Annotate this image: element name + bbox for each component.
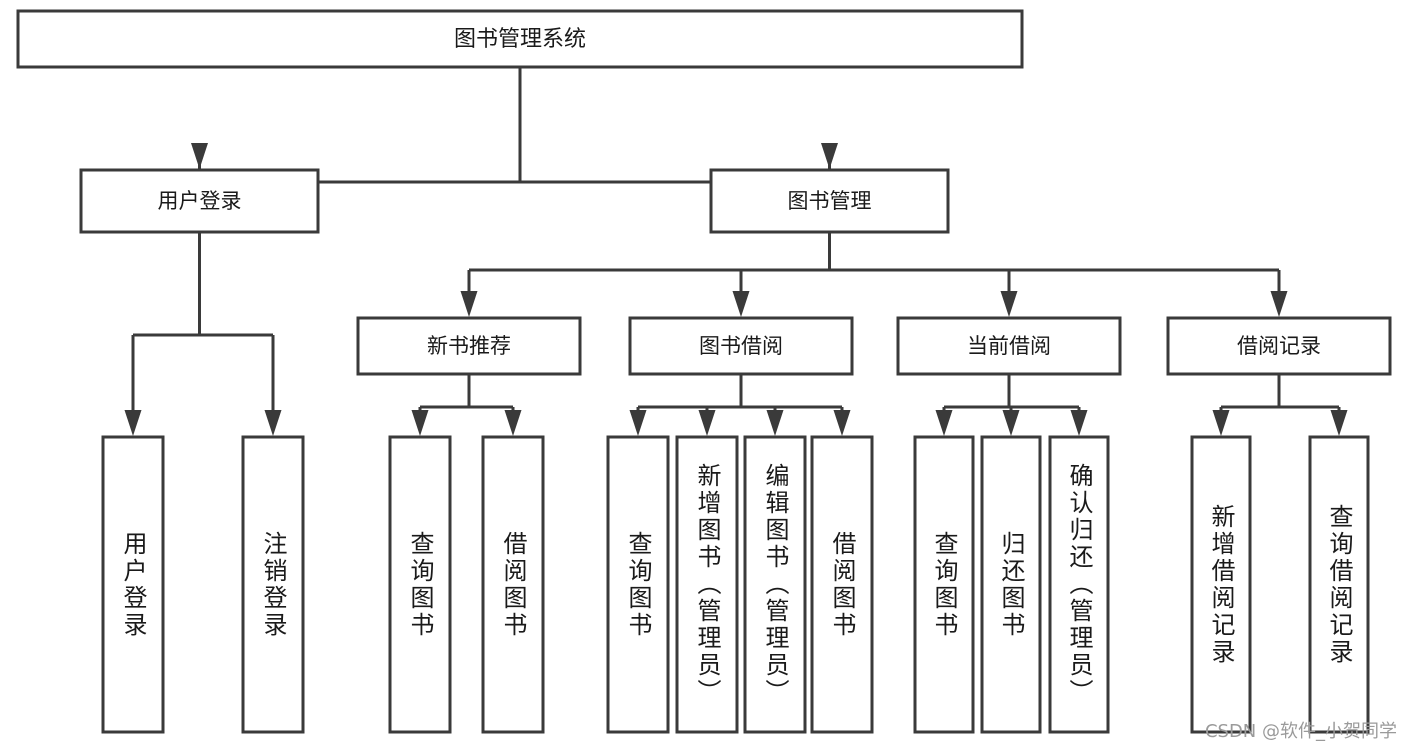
- node-l2c-label: 当前借阅: [967, 334, 1051, 358]
- node-l2d-label: 借阅记录: [1237, 334, 1321, 358]
- node-leaf3-box[interactable]: [388, 435, 452, 734]
- node-leaf12-box[interactable]: [1190, 435, 1252, 734]
- node-l1b-label: 图书管理: [788, 189, 872, 213]
- node-leaf10-box[interactable]: [980, 435, 1042, 734]
- node-l1b-box[interactable]: [709, 168, 950, 234]
- node-leaf8-box[interactable]: [810, 435, 874, 734]
- node-l2b-label: 图书借阅: [699, 334, 783, 358]
- node-l1a-box[interactable]: [79, 168, 320, 234]
- node-root-label: 图书管理系统: [454, 27, 586, 52]
- node-leaf11-box[interactable]: [1048, 435, 1110, 734]
- node-l2a-label: 新书推荐: [427, 334, 511, 358]
- watermark-text: CSDN @软件_小贺同学: [1204, 721, 1397, 742]
- node-leaf13-box[interactable]: [1308, 435, 1370, 734]
- node-l2c-box[interactable]: [896, 316, 1122, 376]
- node-box-layer: [16, 9, 1392, 734]
- node-leaf7-box[interactable]: [743, 435, 807, 734]
- node-leaf1-box[interactable]: [101, 435, 165, 734]
- node-leaf2-box[interactable]: [241, 435, 305, 734]
- node-leaf6-box[interactable]: [675, 435, 739, 734]
- node-leaf5-box[interactable]: [606, 435, 670, 734]
- node-root-box[interactable]: [16, 9, 1024, 69]
- connector-layer: [124, 67, 1348, 436]
- node-leaf4-box[interactable]: [481, 435, 545, 734]
- node-l2d-box[interactable]: [1166, 316, 1392, 376]
- node-l2a-box[interactable]: [356, 316, 582, 376]
- node-l1a-label: 用户登录: [158, 189, 242, 213]
- node-l2b-box[interactable]: [628, 316, 854, 376]
- node-leaf9-box[interactable]: [913, 435, 975, 734]
